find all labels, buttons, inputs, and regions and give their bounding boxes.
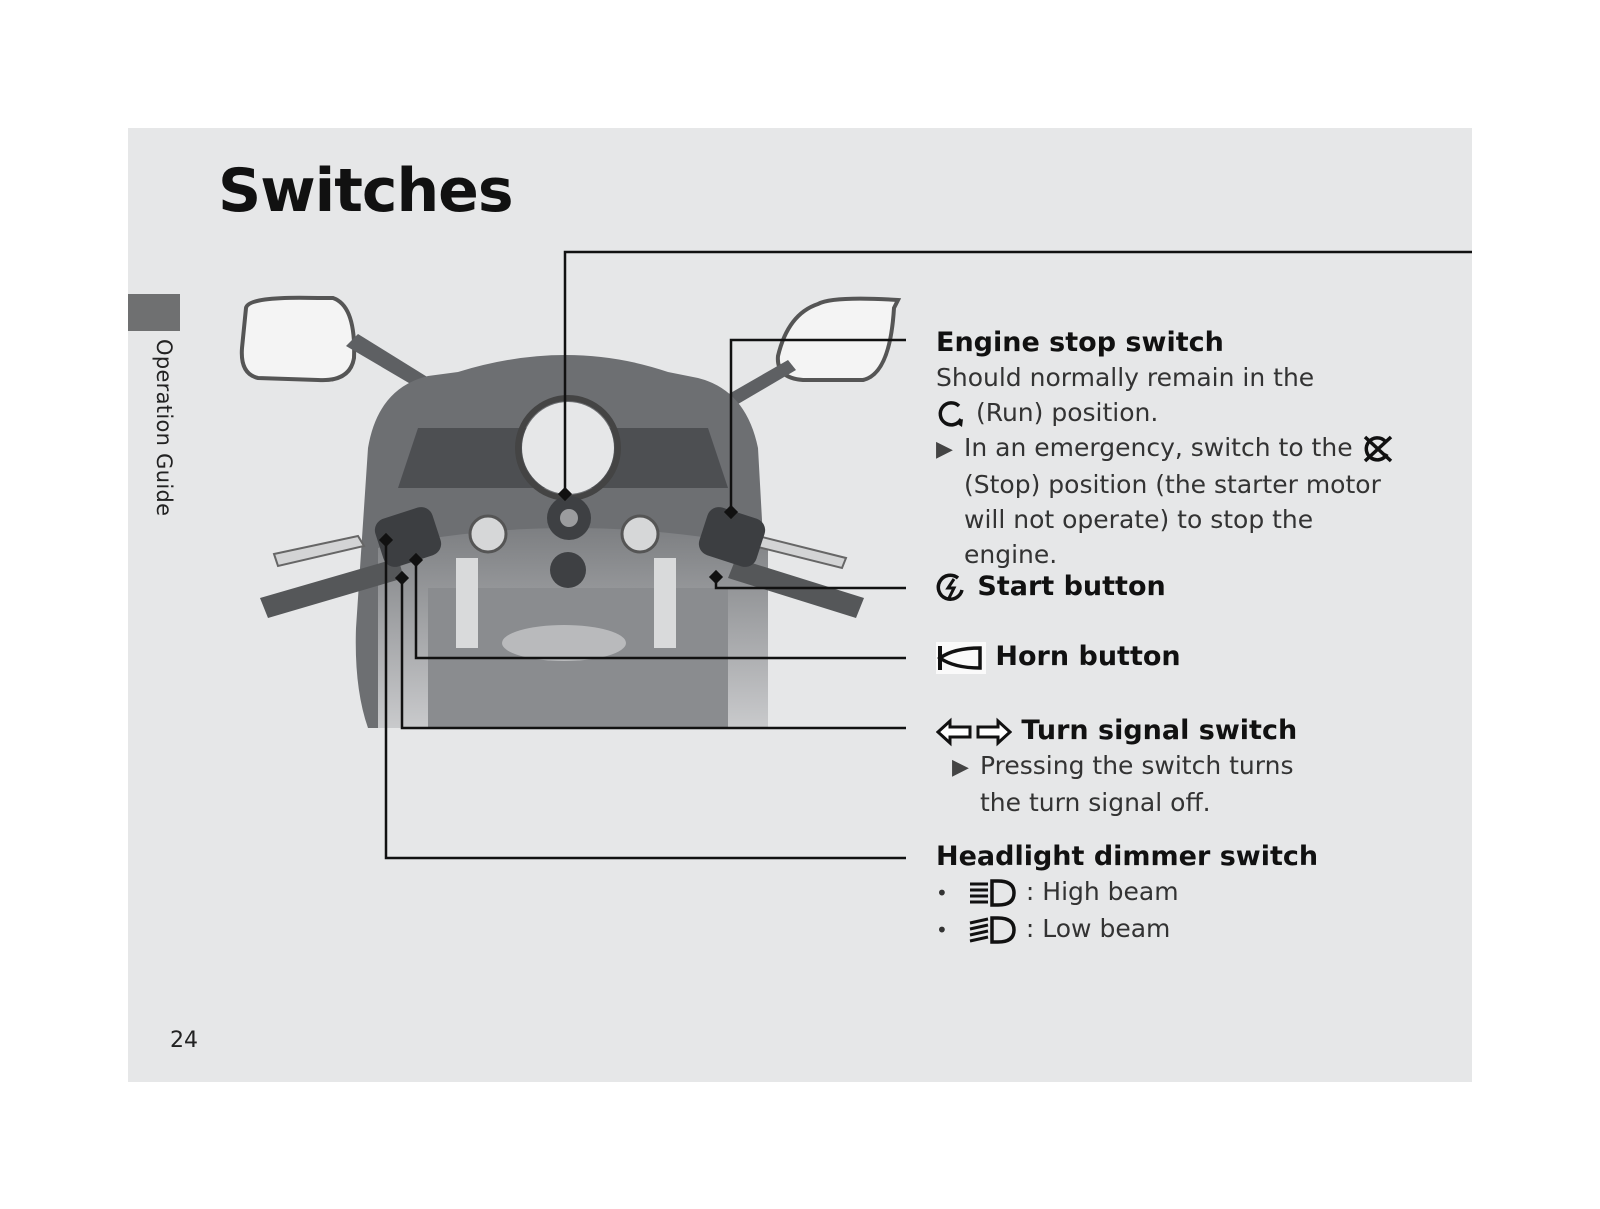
page-number: 24 xyxy=(170,1028,198,1053)
headlight-block: Headlight dimmer switch • : High beam • … xyxy=(936,840,1318,948)
horn-icon xyxy=(936,642,986,674)
triangle-bullet: ▶ xyxy=(952,750,980,785)
headlight-heading: Headlight dimmer switch xyxy=(936,840,1318,874)
turn-signal-block: Turn signal switch ▶Pressing the switch … xyxy=(936,714,1297,820)
run-icon xyxy=(936,399,968,429)
manual-page: Switches Operation Guide xyxy=(128,128,1472,1082)
horn-heading: Horn button xyxy=(995,641,1180,672)
triangle-bullet: ▶ xyxy=(936,432,964,467)
run-position-text: (Run) position. xyxy=(976,398,1158,427)
turn-signal-heading: Turn signal switch xyxy=(1021,715,1297,746)
turn-signal-note-2: the turn signal off. xyxy=(936,785,1297,820)
engine-stop-note-3: will not operate) to stop the xyxy=(936,502,1395,537)
low-beam-text: : Low beam xyxy=(1026,914,1170,943)
start-icon xyxy=(936,572,968,604)
engine-stop-text: Should normally remain in the xyxy=(936,360,1395,395)
high-beam-text: : High beam xyxy=(1026,877,1179,906)
horn-block: Horn button xyxy=(936,640,1181,674)
engine-stop-heading: Engine stop switch xyxy=(936,326,1395,360)
turn-signal-icon xyxy=(936,717,1012,747)
start-block: Start button xyxy=(936,570,1166,604)
low-beam-icon xyxy=(968,915,1018,945)
engine-stop-note-2: (Stop) position (the starter motor xyxy=(936,467,1395,502)
start-heading: Start button xyxy=(977,571,1165,602)
engine-stop-note-4: engine. xyxy=(936,537,1395,572)
stop-icon xyxy=(1361,434,1395,464)
engine-stop-block: Engine stop switch Should normally remai… xyxy=(936,326,1395,572)
engine-stop-note-1: In an emergency, switch to the xyxy=(964,433,1353,462)
turn-signal-note-1: Pressing the switch turns xyxy=(980,751,1294,780)
high-beam-icon xyxy=(968,878,1018,908)
